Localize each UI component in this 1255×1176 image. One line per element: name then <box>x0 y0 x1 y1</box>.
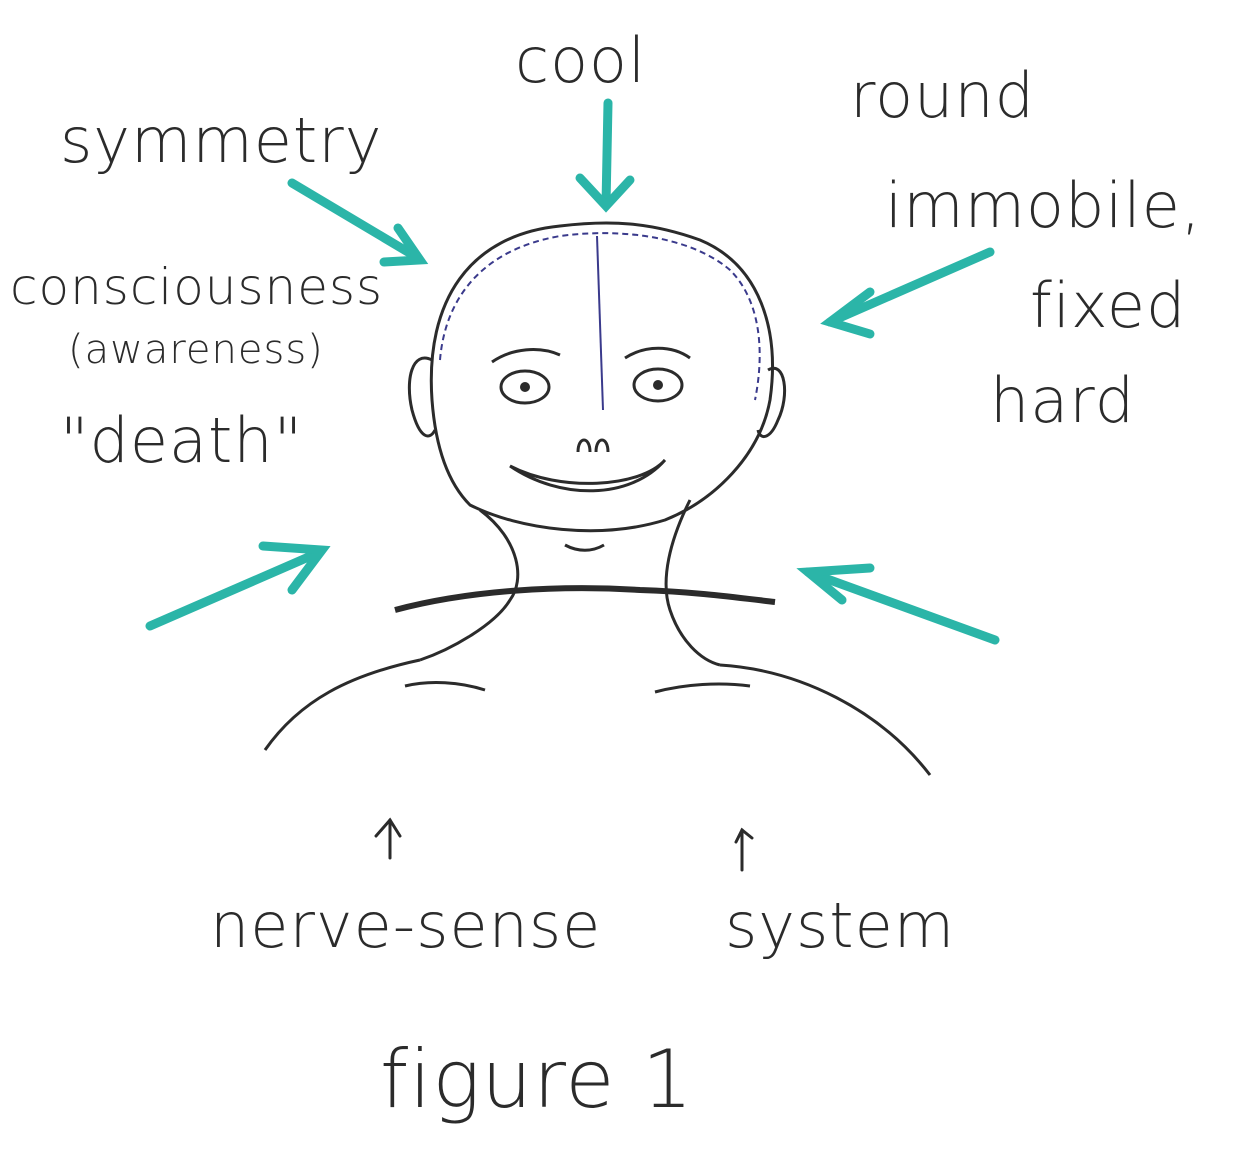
nose <box>578 440 608 452</box>
label-fixed: fixed <box>1030 275 1186 337</box>
left-collarbone <box>405 683 485 690</box>
right-pupil <box>653 380 663 390</box>
label-hard: hard <box>990 370 1135 432</box>
label-nerve-sense: nerve-sense <box>210 895 601 957</box>
label-round: round <box>850 65 1035 127</box>
label-death: "death" <box>60 410 303 472</box>
brain-midline <box>597 236 603 410</box>
label-cool: cool <box>515 30 646 92</box>
arrow-nerve-right <box>736 830 752 870</box>
mouth <box>510 460 665 491</box>
arrow-cool <box>580 103 630 206</box>
left-eyebrow <box>492 350 560 362</box>
arrow-lower-right <box>808 568 995 640</box>
label-consciousness: consciousness <box>10 262 383 312</box>
label-immobile: immobile, <box>885 175 1202 237</box>
collar-line <box>395 588 775 610</box>
arrow-immobile <box>830 252 990 334</box>
label-system: system <box>725 895 955 957</box>
label-symmetry: symmetry <box>60 110 382 172</box>
figure-caption: figure 1 <box>380 1040 694 1120</box>
left-pupil <box>520 382 530 392</box>
neck-right <box>666 500 720 665</box>
right-collarbone <box>655 684 750 692</box>
right-shoulder <box>720 665 930 775</box>
right-eyebrow <box>625 348 690 358</box>
left-shoulder <box>265 660 420 750</box>
label-awareness: (awareness) <box>68 330 324 370</box>
arrow-lower-left <box>150 546 322 626</box>
chin-mark <box>565 545 604 550</box>
arrow-nerve-left <box>376 820 400 858</box>
arrow-symmetry <box>292 183 420 262</box>
neck-left <box>420 510 518 660</box>
